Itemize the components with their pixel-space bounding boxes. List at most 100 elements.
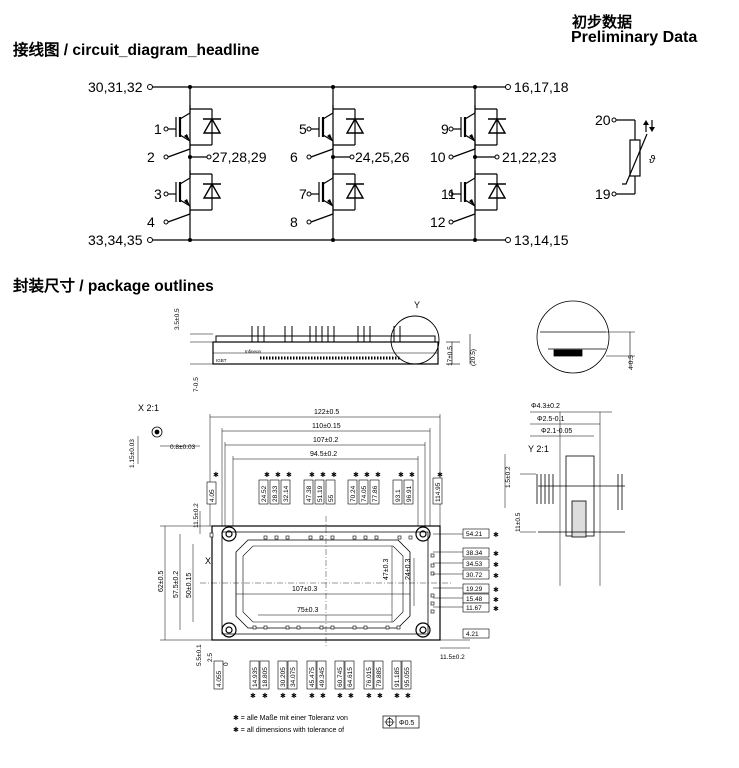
top-view-dimlines xyxy=(209,414,441,526)
side-pins xyxy=(251,326,401,342)
svg-text:✱: ✱ xyxy=(337,692,343,700)
dim-inner-107: 107±0.3 xyxy=(292,586,317,593)
svg-text:✱: ✱ xyxy=(375,471,381,479)
svg-text:45.475: 45.475 xyxy=(309,667,316,687)
svg-text:✱: ✱ xyxy=(493,586,499,594)
top-stars: ✱ ✱ ✱ ✱ ✱ ✱ ✱ ✱ ✱ ✱ ✱ ✱ ✱ xyxy=(213,471,443,479)
top-dim-70-24: 70.24 xyxy=(350,485,357,502)
svg-text:✱: ✱ xyxy=(309,471,315,479)
dim-side-17: 17±0.5 xyxy=(447,346,454,366)
svg-text:95.055: 95.055 xyxy=(404,667,411,687)
svg-text:4.055: 4.055 xyxy=(216,670,223,687)
dim-inner-75: 75±0.3 xyxy=(297,607,318,614)
pin-gate-low-2: 7 xyxy=(299,186,307,202)
header-title-cn: 初步数据 xyxy=(572,14,633,31)
inner-dimlines xyxy=(236,546,415,622)
dim-x-0-8: 0.8±0.03 xyxy=(170,444,196,451)
header-title-en: Preliminary Data xyxy=(571,29,698,46)
pin-gate-high-1: 1 xyxy=(154,121,162,137)
svg-text:49.345: 49.345 xyxy=(319,667,326,687)
dim-y-4: 4-0.5 xyxy=(628,355,635,370)
svg-text:✱: ✱ xyxy=(309,692,315,700)
ntc-thermistor: 20 19 ϑ xyxy=(595,112,656,202)
dim-x-1-15: 1.15±0.03 xyxy=(129,439,136,468)
pin-label-left-bottom: 33,34,35 xyxy=(88,232,143,248)
dim-110: 110±0.15 xyxy=(312,423,341,430)
section-title-package: 封装尺寸 / package outlines xyxy=(13,278,214,295)
svg-text:✱: ✱ xyxy=(262,692,268,700)
svg-text:✱: ✱ xyxy=(353,471,359,479)
svg-text:✱: ✱ xyxy=(398,471,404,479)
circuit-diagram: 30,31,32 33,34,35 16,17,18 13,14,15 1 2 … xyxy=(88,79,656,248)
label-detail-y: Y 2:1 xyxy=(528,444,549,454)
svg-text:✱: ✱ xyxy=(405,692,411,700)
top-dim-114-95: 114.95 xyxy=(435,482,442,502)
chip-brand: Infineon xyxy=(245,349,262,354)
svg-text:✱: ✱ xyxy=(331,471,337,479)
pin-gate-low-3: 11 xyxy=(441,186,456,202)
svg-text:✱: ✱ xyxy=(366,692,372,700)
dim-122: 122±0.5 xyxy=(314,409,339,416)
top-dim-4-05: 4.05 xyxy=(209,489,216,502)
dim-left-62: 62±0.5 xyxy=(158,571,165,592)
svg-text:✱: ✱ xyxy=(348,692,354,700)
detail-y-lower xyxy=(504,411,625,586)
dim-94-5: 94.5±0.2 xyxy=(310,451,337,458)
dim-left-50: 50±0.15 xyxy=(186,573,193,598)
dim-left-57-5: 57.5±0.2 xyxy=(173,571,180,598)
svg-text:79.885: 79.885 xyxy=(376,667,383,687)
pin-emitter-low-1: 4 xyxy=(147,214,155,230)
bottom-stars: ✱ ✱ ✱ ✱ ✱ ✱ ✱ ✱ ✱ ✱ ✱ ✱ xyxy=(250,692,411,700)
svg-text:✱: ✱ xyxy=(280,692,286,700)
top-dim-32-14: 32.14 xyxy=(283,485,290,502)
svg-text:60.745: 60.745 xyxy=(337,667,344,687)
svg-text:76.015: 76.015 xyxy=(366,667,373,687)
svg-text:✱: ✱ xyxy=(275,471,281,479)
svg-text:✱: ✱ xyxy=(394,692,400,700)
detail-x xyxy=(137,426,200,464)
svg-text:34.075: 34.075 xyxy=(290,667,297,687)
dim-y-2-5: Φ2.5-0.1 xyxy=(537,416,564,423)
dim-side-7: 7-0.5 xyxy=(193,377,200,392)
tolerance-value: Φ0.5 xyxy=(399,720,414,727)
bottom-pin-dims: 4.055 14.935 18.805 30.205 34.075 45.475… xyxy=(213,660,412,690)
dim-side-20-5: (20.5) xyxy=(470,349,477,366)
tolerance-box: Φ0.5 xyxy=(382,715,420,729)
pin-output-2: 24,25,26 xyxy=(355,149,410,165)
ntc-symbol: ϑ xyxy=(649,154,656,166)
note-en: ✱ = all dimensions with tolerance of xyxy=(233,726,344,734)
top-dim-24-52: 24.52 xyxy=(261,485,268,502)
dim-left-2-5: 2.5 xyxy=(207,653,214,662)
svg-text:30.72: 30.72 xyxy=(466,572,483,579)
top-dim-47-38: 47.38 xyxy=(306,485,313,502)
svg-text:14.935: 14.935 xyxy=(252,667,259,687)
svg-text:4.21: 4.21 xyxy=(466,631,479,638)
dim-y-11: 11±0.5 xyxy=(515,512,522,532)
top-dim-51-19: 51.19 xyxy=(317,485,324,502)
svg-text:54.21: 54.21 xyxy=(466,531,483,538)
svg-text:✱: ✱ xyxy=(437,471,443,479)
svg-text:✱: ✱ xyxy=(493,561,499,569)
svg-text:✱: ✱ xyxy=(377,692,383,700)
top-dim-96-91: 96.91 xyxy=(406,485,413,502)
dim-left-0: 0 xyxy=(223,662,230,666)
pin-label-left-top: 30,31,32 xyxy=(88,79,143,95)
leg-2: 5 6 24,25,26 7 8 xyxy=(290,85,410,242)
dim-inner-47: 47±0.3 xyxy=(383,559,390,580)
pin-emitter-low-3: 12 xyxy=(430,214,446,230)
svg-text:✱: ✱ xyxy=(493,572,499,580)
svg-text:✱: ✱ xyxy=(320,692,326,700)
dim-107: 107±0.2 xyxy=(313,437,338,444)
svg-text:30.205: 30.205 xyxy=(280,667,287,687)
package-drawing: 3.5±0.5 7-0.5 17±0.5 (20.5) Y Infineon I… xyxy=(129,300,635,734)
svg-text:✱: ✱ xyxy=(493,596,499,604)
svg-text:15.48: 15.48 xyxy=(466,596,483,603)
label-detail-x: X 2:1 xyxy=(138,403,159,413)
leg-1: 1 2 27,28,29 3 4 xyxy=(147,85,267,242)
dim-left-11-5: 11.5±0.2 xyxy=(193,503,200,528)
ntc-pin-bottom: 19 xyxy=(595,186,611,202)
svg-text:18.805: 18.805 xyxy=(262,667,269,687)
svg-text:✱: ✱ xyxy=(286,471,292,479)
svg-text:✱: ✱ xyxy=(364,471,370,479)
dim-bottom-right-11-5: 11.5±0.2 xyxy=(440,654,465,661)
